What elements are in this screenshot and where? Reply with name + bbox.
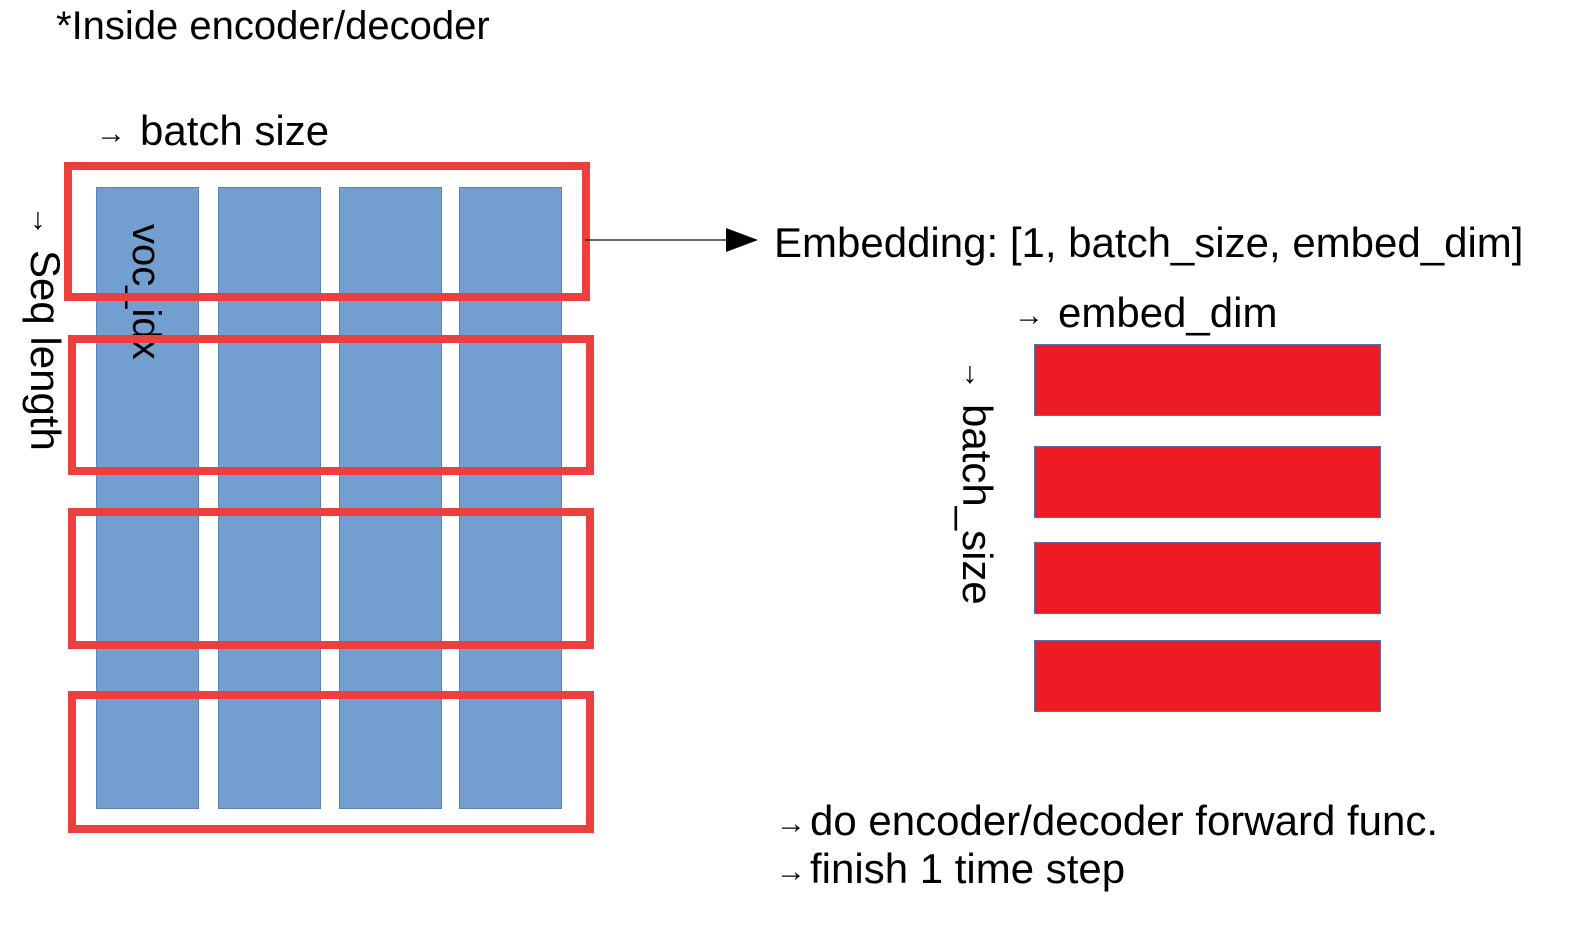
arrow-right-icon: → bbox=[776, 855, 806, 888]
embedding-label: Embedding: [1, batch_size, embed_dim] bbox=[774, 219, 1524, 266]
batch-size-label: batch size bbox=[140, 107, 330, 154]
batch-size-label-group: → batch size bbox=[96, 110, 329, 152]
embedding-row-4 bbox=[1034, 640, 1381, 712]
time-step-frame-2 bbox=[68, 335, 594, 475]
embed-dim-label-group: → embed_dim bbox=[1014, 292, 1277, 334]
diagram-title: *Inside encoder/decoder bbox=[56, 4, 490, 48]
time-step-frame-3 bbox=[68, 508, 594, 649]
batch-size-vertical-label-group: → batch_size bbox=[954, 360, 1001, 605]
arrow-right-icon: → bbox=[776, 807, 806, 840]
embedding-row-1 bbox=[1034, 344, 1381, 416]
note-forward-group: →do encoder/decoder forward func. bbox=[776, 800, 1438, 842]
note-forward: do encoder/decoder forward func. bbox=[810, 797, 1439, 844]
input-column-1 bbox=[96, 187, 199, 809]
input-column-4 bbox=[459, 187, 562, 809]
time-step-frame-4 bbox=[68, 691, 594, 833]
embedding-row-2 bbox=[1034, 446, 1381, 518]
time-step-frame-1 bbox=[64, 162, 590, 301]
batch-size-vertical-label: batch_size bbox=[954, 404, 1001, 605]
arrow-right-icon: → bbox=[1014, 299, 1044, 332]
note-finish: finish 1 time step bbox=[810, 845, 1126, 892]
input-column-3 bbox=[339, 187, 442, 809]
arrow-down-icon: → bbox=[958, 360, 991, 390]
input-column-2 bbox=[218, 187, 321, 809]
embedding-row-3 bbox=[1034, 542, 1381, 614]
note-finish-group: →finish 1 time step bbox=[776, 848, 1125, 890]
arrow-right-icon: → bbox=[96, 117, 126, 150]
embed-dim-label: embed_dim bbox=[1058, 289, 1278, 336]
